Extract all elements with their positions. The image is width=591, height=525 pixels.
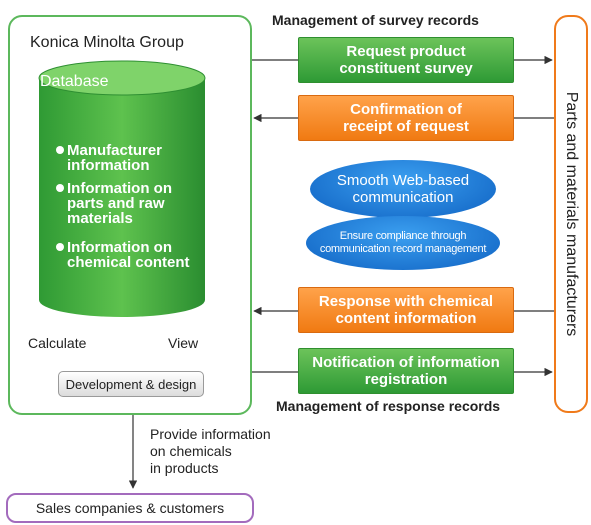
database-item-parts: Information on parts and raw materials — [56, 181, 226, 226]
sales-customers-box: Sales companies & customers — [6, 493, 254, 523]
calculate-label: Calculate — [28, 335, 87, 351]
group-title: Konica Minolta Group — [30, 34, 184, 51]
response-chemical-box: Response with chemical content informati… — [298, 287, 514, 333]
web-communication-bubble: Smooth Web-based communication — [310, 160, 496, 218]
survey-records-title: Management of survey records — [272, 12, 479, 28]
database-title: Database — [40, 73, 109, 90]
compliance-bubble: Ensure compliance through communication … — [306, 216, 500, 270]
confirmation-receipt-box: Confirmation of receipt of request — [298, 95, 514, 141]
notification-registration-box: Notification of information registration — [298, 348, 514, 394]
bullet-icon — [56, 184, 64, 192]
view-label: View — [168, 335, 199, 351]
manufacturers-label: Parts and materials manufacturers — [563, 91, 580, 337]
database-item-manufacturer: Manufacturer information — [56, 143, 226, 173]
bullet-icon — [56, 146, 64, 154]
database-cylinder — [38, 60, 206, 317]
provide-information-label: Provide information on chemicals in prod… — [150, 426, 271, 476]
response-records-title: Management of response records — [276, 398, 501, 414]
bullet-icon — [56, 243, 64, 251]
manufacturers-box — [554, 15, 588, 413]
request-survey-box: Request product constituent survey — [298, 37, 514, 83]
development-design-box: Development & design — [58, 371, 204, 397]
database-item-chemical: Information on chemical content — [56, 240, 226, 270]
